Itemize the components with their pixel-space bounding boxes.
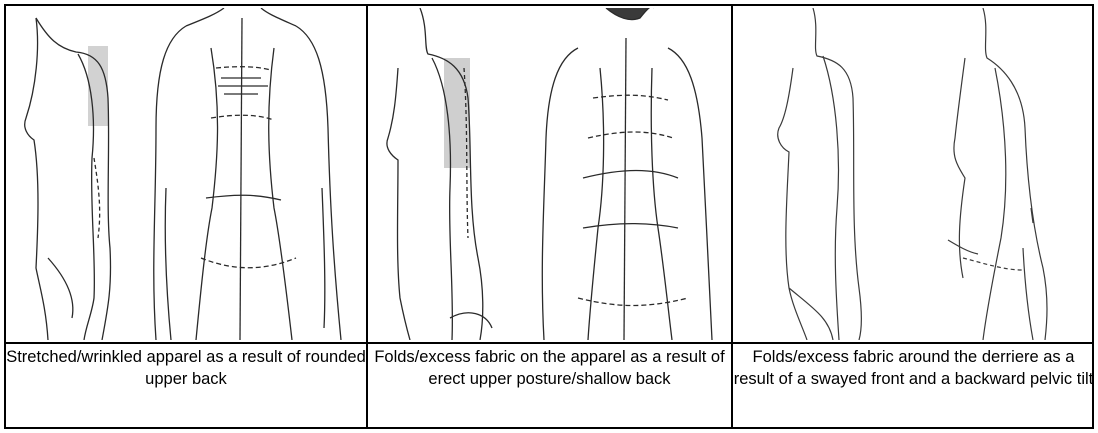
panel-3-illustration — [733, 8, 1094, 340]
row-divider — [6, 342, 1092, 344]
panel-2-caption: Folds/excess fabric on the apparel as a … — [368, 346, 731, 428]
caption-text: Folds/excess fabric on the apparel as a … — [368, 346, 731, 390]
rounded-back-figures — [6, 8, 366, 340]
caption-text: Stretched/wrinkled apparel as a result o… — [6, 346, 366, 390]
figure-table: Stretched/wrinkled apparel as a result o… — [4, 4, 1094, 429]
panel-1-caption: Stretched/wrinkled apparel as a result o… — [6, 346, 366, 428]
swayed-front-figures — [733, 8, 1094, 340]
panel-1-illustration — [6, 8, 366, 340]
panel-2-illustration — [368, 8, 731, 340]
panel-3-caption: Folds/excess fabric around the derriere … — [733, 346, 1094, 428]
caption-text: Folds/excess fabric around the derriere … — [733, 346, 1094, 390]
erect-posture-figures — [368, 8, 731, 340]
